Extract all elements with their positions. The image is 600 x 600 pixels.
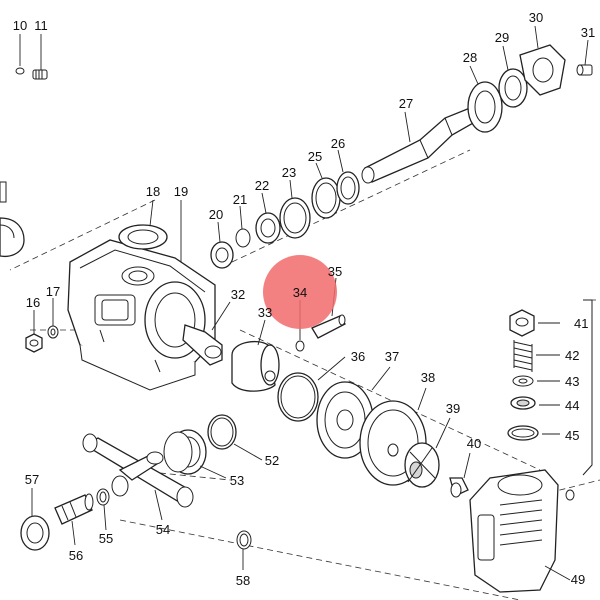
part-53-coupling <box>163 429 227 479</box>
label-43: 43 <box>565 374 579 389</box>
label-37: 37 <box>385 349 399 364</box>
label-11: 11 <box>34 18 48 33</box>
part-55-oring <box>96 488 110 531</box>
part-45-oring <box>507 425 560 441</box>
part-11-plug <box>32 34 48 80</box>
label-54: 54 <box>156 522 170 537</box>
part-23-oring <box>279 179 311 239</box>
pump-housing-19 <box>67 200 216 391</box>
part-35-pin <box>311 277 346 339</box>
label-56: 56 <box>69 548 83 563</box>
part-25-ring <box>311 162 341 219</box>
highlight-marker <box>263 255 337 329</box>
part-22-seal <box>255 192 281 244</box>
part-56-nipple <box>54 493 94 546</box>
part-42-spring <box>513 340 560 372</box>
label-25: 25 <box>308 149 322 164</box>
label-30: 30 <box>529 10 543 25</box>
part-41-nut <box>509 309 560 337</box>
label-26: 26 <box>331 136 345 151</box>
label-28: 28 <box>463 50 477 65</box>
part-27-shaft <box>361 107 476 184</box>
edge-part-left <box>0 181 25 258</box>
label-36: 36 <box>351 349 365 364</box>
part-10-washer <box>15 34 25 75</box>
label-10: 10 <box>13 18 27 33</box>
label-32: 32 <box>231 287 245 302</box>
part-18-ring <box>118 199 168 250</box>
part-17-washer <box>47 298 59 339</box>
part-58-oring <box>236 530 252 570</box>
label-44: 44 <box>565 398 579 413</box>
part-54-tee-fitting <box>82 433 194 521</box>
label-27: 27 <box>399 96 413 111</box>
part-44-valve-seat <box>510 396 560 410</box>
side-bracket <box>582 299 593 476</box>
label-58: 58 <box>236 573 250 588</box>
part-21-ring <box>235 205 251 248</box>
part-28-bearing <box>467 65 503 133</box>
label-42: 42 <box>565 348 579 363</box>
label-29: 29 <box>495 30 509 45</box>
part-43-washer <box>512 375 560 387</box>
label-20: 20 <box>209 207 223 222</box>
label-49: 49 <box>571 572 585 587</box>
label-41: 41 <box>574 316 588 331</box>
label-18: 18 <box>146 184 160 199</box>
part-29-seal <box>498 45 528 108</box>
label-52: 52 <box>265 453 279 468</box>
label-45: 45 <box>565 428 579 443</box>
part-36-oring <box>277 356 346 422</box>
part-52-hose-clamp <box>207 414 263 461</box>
label-53: 53 <box>230 473 244 488</box>
part-33-piston <box>231 319 280 392</box>
part-57-nut <box>20 488 50 551</box>
label-35: 35 <box>328 264 342 279</box>
label-57: 57 <box>25 472 39 487</box>
label-19: 19 <box>174 184 188 199</box>
label-22: 22 <box>255 178 269 193</box>
label-33: 33 <box>258 305 272 320</box>
part-31-screw <box>576 39 593 76</box>
part-39-valve-plate <box>404 417 451 488</box>
part-number-labels: 10 11 16 17 18 19 20 21 22 23 25 26 27 2… <box>13 10 595 588</box>
label-21: 21 <box>233 192 247 207</box>
part-16-plug <box>25 310 43 353</box>
part-30-cover <box>519 25 566 96</box>
label-38: 38 <box>421 370 435 385</box>
label-39: 39 <box>446 401 460 416</box>
part-26-seal <box>336 149 360 205</box>
label-55: 55 <box>99 531 113 546</box>
part-49-valve-body <box>469 469 575 593</box>
label-17: 17 <box>46 284 60 299</box>
label-23: 23 <box>282 165 296 180</box>
part-40-fitting <box>449 452 471 498</box>
part-32-connecting-rod <box>182 301 231 366</box>
label-31: 31 <box>581 25 595 40</box>
label-16: 16 <box>26 295 40 310</box>
label-34: 34 <box>293 285 307 300</box>
part-20-bearing <box>210 221 234 269</box>
label-40: 40 <box>467 436 481 451</box>
